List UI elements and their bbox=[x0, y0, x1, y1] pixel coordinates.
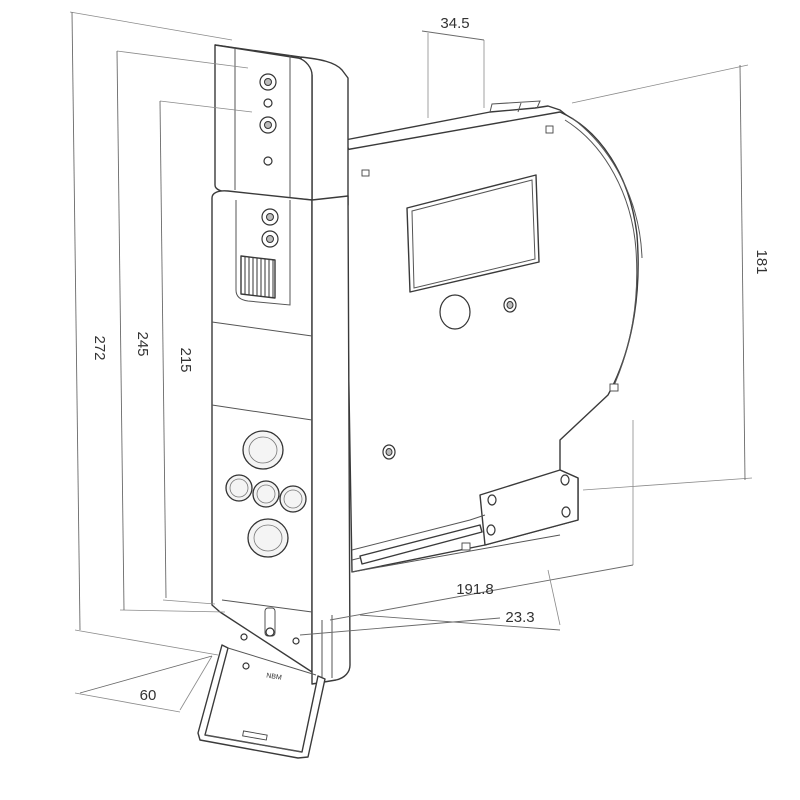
dim-272: 272 bbox=[91, 335, 108, 360]
hook-slot bbox=[609, 383, 619, 392]
dim-34-5: 34.5 bbox=[440, 15, 469, 32]
side-housing bbox=[344, 100, 643, 573]
dim-181: 181 bbox=[753, 249, 770, 274]
adjustment-wheel bbox=[240, 255, 276, 299]
dim-60: 60 bbox=[140, 687, 157, 704]
hook-slot bbox=[461, 542, 471, 551]
large-hole bbox=[439, 294, 471, 330]
hook-slot bbox=[361, 169, 370, 177]
control-buttons bbox=[225, 430, 307, 558]
hook-slot bbox=[545, 125, 554, 134]
front-panel: NBM bbox=[197, 44, 351, 759]
hinged-flap: NBM bbox=[197, 644, 326, 759]
mounting-bracket bbox=[479, 469, 579, 546]
dim-245: 245 bbox=[134, 331, 151, 356]
dim-23-3: 23.3 bbox=[505, 609, 534, 626]
dimension-labels: 272 245 215 34.5 181 191.8 23.3 60 bbox=[91, 15, 770, 704]
dimension-lines bbox=[69, 11, 753, 713]
brand-logo: NBM bbox=[266, 672, 283, 681]
dim-191-8: 191.8 bbox=[456, 581, 494, 598]
dim-215: 215 bbox=[177, 347, 194, 372]
